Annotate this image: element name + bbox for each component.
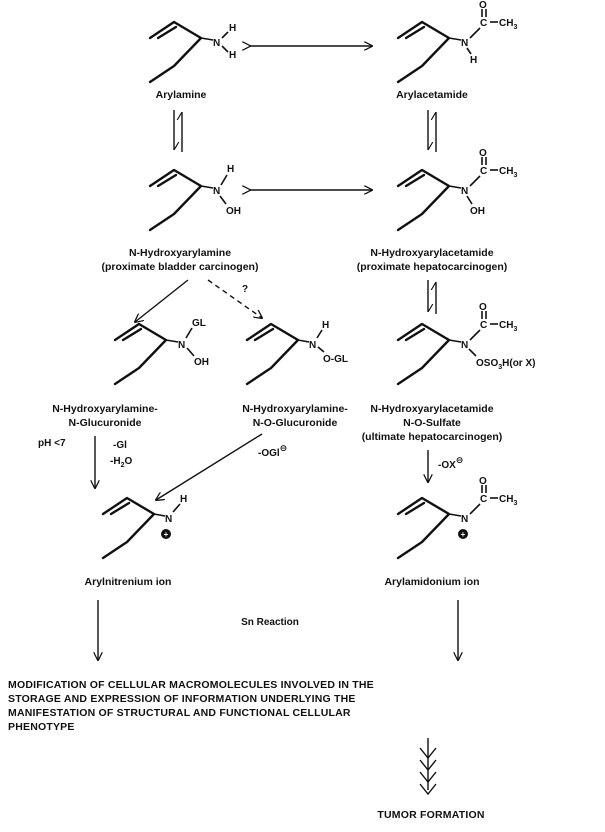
- atom-n: N: [213, 186, 220, 197]
- atom-c: C: [480, 320, 487, 331]
- atom-c: C: [480, 494, 487, 505]
- label-arylamine: Arylamine: [156, 89, 207, 101]
- atom-ch3: CH3: [499, 494, 517, 507]
- atom-oso3h: OSO3H(or X): [476, 358, 535, 371]
- label-arylacetamide: Arylacetamide: [396, 89, 468, 101]
- aryl-ring-fragment: [113, 322, 168, 386]
- outcome-line-1: MODIFICATION OF CELLULAR MACROMOLECULES …: [8, 679, 374, 691]
- atom-c: C: [480, 18, 487, 29]
- atom-n: N: [461, 186, 468, 197]
- n-glucuronide-structure: N GL OH: [113, 318, 209, 386]
- condition-minus-gl: -Gl: [113, 440, 127, 451]
- label-n-hydroxyarylacetamide: N-Hydroxyarylacetamide: [370, 247, 493, 259]
- atom-o: O: [479, 476, 487, 487]
- atom-o: O: [479, 302, 487, 313]
- atom-ch3: CH3: [499, 166, 517, 179]
- sublabel2-n-o-sulfate: (ultimate hepatocarcinogen): [362, 431, 503, 443]
- atom-o: O: [479, 0, 487, 11]
- label-n-o-sulfate: N-Hydroxyarylacetamide: [370, 403, 493, 415]
- equilibrium-arrow-sulfate-vertical: [427, 280, 437, 314]
- n-hydroxyarylamine-structure: N H OH: [148, 164, 241, 232]
- atom-h: H: [470, 55, 477, 66]
- aryl-ring-fragment: [245, 322, 300, 386]
- atom-ch3: CH3: [499, 18, 517, 31]
- atom-c: C: [480, 166, 487, 177]
- outcome-line-4: PHENOTYPE: [8, 721, 75, 733]
- atom-n: N: [213, 38, 220, 49]
- sublabel-n-glucuronide: N-Glucuronide: [69, 417, 142, 429]
- multi-step-arrow: [419, 738, 437, 796]
- atom-oh: OH: [194, 357, 209, 368]
- atom-n: N: [309, 340, 316, 351]
- dashed-arrow-to-n-o-glucuronide: [207, 279, 262, 318]
- arrow-to-n-glucuronide: [135, 279, 189, 322]
- label-n-hydroxyarylamine: N-Hydroxyarylamine: [129, 247, 231, 259]
- atom-o-gl: O-GL: [323, 354, 348, 365]
- arylamine-structure: N H H: [148, 20, 236, 84]
- aryl-ring-fragment: [148, 168, 203, 232]
- equilibrium-arrow-left-vertical: [173, 110, 183, 152]
- atom-h: H: [180, 494, 187, 505]
- label-arylamidonium: Arylamidonium ion: [384, 576, 479, 588]
- sublabel-n-hydroxyarylamine: (proximate bladder carcinogen): [102, 261, 259, 273]
- aryl-ring-fragment: [396, 322, 451, 386]
- arylnitrenium-structure: N H +: [101, 494, 187, 560]
- atom-h: H: [322, 320, 329, 331]
- atom-n: N: [461, 340, 468, 351]
- aryl-ring-fragment: [396, 168, 451, 232]
- label-n-o-glucuronide: N-Hydroxyarylamine-: [242, 403, 348, 415]
- atom-gl: GL: [192, 318, 206, 329]
- equilibrium-arrow-right-vertical: [427, 110, 437, 152]
- atom-h: H: [229, 50, 236, 61]
- arylamidonium-structure: N C O CH3 +: [396, 476, 517, 560]
- question-mark: ?: [242, 284, 248, 295]
- label-arylnitrenium: Arylnitrenium ion: [85, 576, 172, 588]
- sublabel-n-o-sulfate: N-O-Sulfate: [403, 417, 461, 429]
- outcome-line-3: MANIFESTATION OF STRUCTURAL AND FUNCTION…: [8, 707, 351, 719]
- condition-minus-ox: -OX⊖: [438, 455, 463, 471]
- tumor-formation-label: TUMOR FORMATION: [377, 809, 484, 821]
- sublabel-n-o-glucuronide: N-O-Glucuronide: [253, 417, 338, 429]
- charge-sign: +: [164, 530, 169, 539]
- atom-h: H: [229, 23, 236, 34]
- atom-n: N: [461, 514, 468, 525]
- charge-sign: +: [461, 530, 466, 539]
- atom-oh: OH: [226, 206, 241, 217]
- positive-charge-icon: [458, 529, 468, 539]
- condition-ph: pH <7: [38, 438, 66, 449]
- atom-n: N: [165, 514, 172, 525]
- n-o-sulfate-structure: N C O CH3 OSO3H(or X): [396, 302, 535, 386]
- aryl-ring-fragment: [396, 496, 451, 560]
- condition-minus-h2o: -H2O: [110, 456, 132, 469]
- sublabel-n-hydroxyarylacetamide: (proximate hepatocarcinogen): [357, 261, 508, 273]
- positive-charge-icon: [161, 529, 171, 539]
- arylacetamide-structure: N C O CH3 H: [396, 0, 517, 84]
- condition-minus-ogl: -OGl⊖: [258, 443, 287, 459]
- aryl-ring-fragment: [101, 496, 156, 560]
- atom-ch3: CH3: [499, 320, 517, 333]
- outcome-line-2: STORAGE AND EXPRESSION OF INFORMATION UN…: [8, 693, 356, 705]
- atom-o: O: [479, 148, 487, 159]
- aryl-ring-fragment: [396, 20, 451, 84]
- atom-h: H: [227, 164, 234, 175]
- sn-reaction-label: Sn Reaction: [241, 617, 299, 628]
- atom-n: N: [461, 38, 468, 49]
- n-o-glucuronide-structure: N H O-GL: [245, 320, 348, 386]
- arrow-n-o-glucuronide-to-arylnitrenium: [156, 433, 263, 500]
- label-n-glucuronide: N-Hydroxyarylamine-: [52, 403, 158, 415]
- aryl-ring-fragment: [148, 20, 203, 84]
- n-hydroxyarylacetamide-structure: N C O CH3 OH: [396, 148, 517, 232]
- atom-n: N: [178, 340, 185, 351]
- atom-oh: OH: [470, 206, 485, 217]
